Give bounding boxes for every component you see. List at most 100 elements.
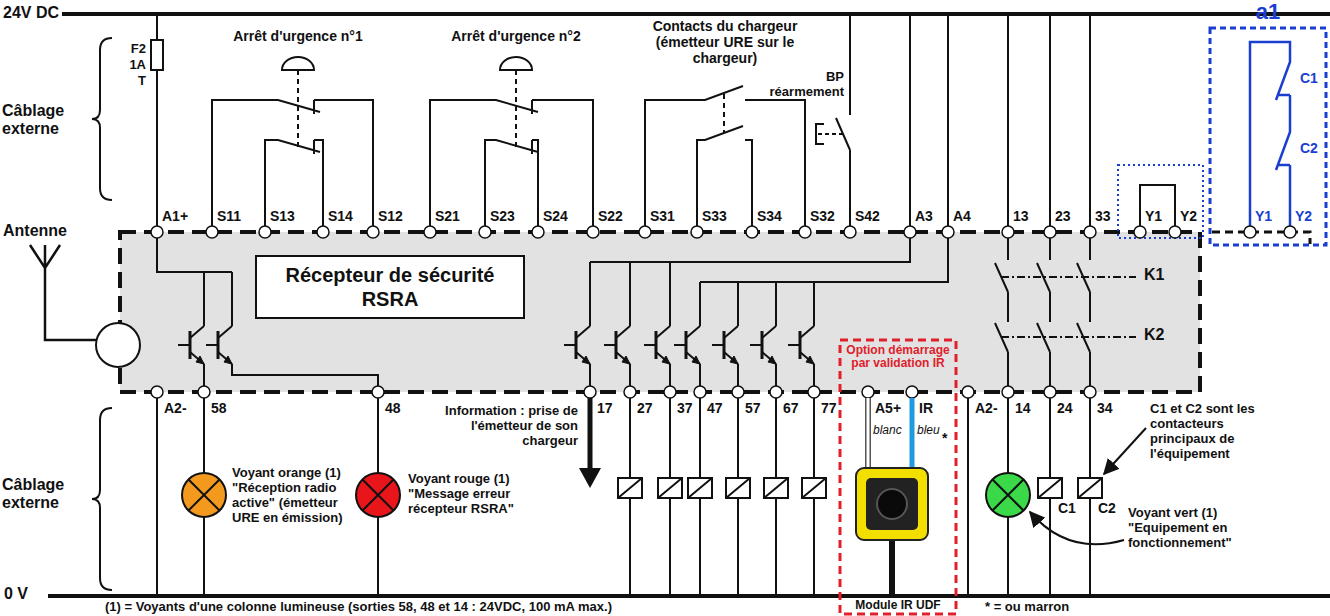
device-label: Contacts du chargeur (émetteur URE sur l… xyxy=(640,18,810,66)
bridge-frame xyxy=(1118,165,1203,238)
terminal xyxy=(587,226,599,238)
module-cable xyxy=(889,540,895,596)
terminal xyxy=(424,226,436,238)
terminal-name: 13 xyxy=(1013,208,1029,224)
terminal-name: S13 xyxy=(270,208,295,224)
lamp-label: Voyant rouge (1) "Message erreur récepte… xyxy=(408,472,520,517)
terminal xyxy=(1244,226,1256,238)
terminal-name: S21 xyxy=(435,208,460,224)
mechanical-link xyxy=(723,94,725,133)
terminal-name: 67 xyxy=(783,400,799,416)
terminal-name: Y2 xyxy=(1295,208,1312,224)
brace xyxy=(92,408,112,590)
terminal-name: S42 xyxy=(855,208,880,224)
terminal xyxy=(1044,226,1056,238)
node-heading: Option démarrage par validation IR xyxy=(843,344,953,370)
terminal-name: 14 xyxy=(1015,400,1031,416)
blue-wire xyxy=(910,398,915,470)
contactor-name: C2 xyxy=(1098,500,1116,516)
terminal-name: 47 xyxy=(707,400,723,416)
footnote: (1) = Voyants d'une colonne lumineuse (s… xyxy=(105,600,612,615)
mechanical-link xyxy=(515,70,517,150)
terminal-name: A4 xyxy=(953,208,971,224)
terminal-name: S34 xyxy=(757,208,782,224)
terminal-name: A2- xyxy=(164,400,187,416)
relay-name: K1 xyxy=(1144,266,1164,284)
terminal xyxy=(1134,226,1146,238)
terminal xyxy=(198,386,210,398)
terminal-name: 34 xyxy=(1097,400,1113,416)
section-label: Câblage externe xyxy=(2,476,97,513)
pushbutton-contact xyxy=(836,14,850,226)
wire-color: bleu xyxy=(917,424,940,438)
mushroom-head xyxy=(282,57,314,70)
bridge-wire xyxy=(1140,185,1175,226)
terminal-name: S12 xyxy=(378,208,403,224)
footnote: * = ou marron xyxy=(985,600,1069,615)
terminal xyxy=(372,386,384,398)
terminal xyxy=(664,386,676,398)
nc-contact xyxy=(430,100,593,226)
terminal xyxy=(904,226,916,238)
node-heading: Récepteur de sécurité xyxy=(269,263,511,287)
transistor-symbol xyxy=(178,326,814,364)
pushbutton-symbol xyxy=(816,124,824,144)
terminal xyxy=(862,386,874,398)
terminal-name: IR xyxy=(919,400,933,416)
terminal xyxy=(1284,226,1296,238)
terminal-name: 27 xyxy=(637,400,653,416)
lamp-label: Voyant orange (1) "Réception radio activ… xyxy=(232,466,344,526)
terminal xyxy=(1084,386,1096,398)
terminal xyxy=(206,226,218,238)
terminal xyxy=(1002,386,1014,398)
nc-contact xyxy=(212,100,373,226)
terminal xyxy=(584,386,596,398)
no-contact xyxy=(645,86,805,226)
terminal-name: S23 xyxy=(490,208,515,224)
terminal-name: 57 xyxy=(745,400,761,416)
terminal-name: 33 xyxy=(1095,208,1111,224)
terminals xyxy=(151,226,1296,398)
node-heading: a1 xyxy=(1210,0,1326,24)
footnote-mark: * xyxy=(942,430,947,446)
terminal xyxy=(799,226,811,238)
terminal xyxy=(962,386,974,398)
signal-note: Information : prise de l'émetteur de son… xyxy=(430,404,578,449)
node-text: RSRA xyxy=(269,287,511,311)
wire-color: blanc xyxy=(873,424,902,438)
leader-arrow xyxy=(1104,428,1146,474)
terminal-name: Y1 xyxy=(1145,208,1162,224)
wire xyxy=(910,14,1090,226)
terminal xyxy=(694,386,706,398)
terminal xyxy=(844,226,856,238)
device-label: BP réarmement xyxy=(750,70,844,100)
terminal xyxy=(1169,226,1181,238)
option-module: Option démarrage par validation IR Module… xyxy=(840,340,956,614)
terminal-name: S33 xyxy=(702,208,727,224)
ir-module-face xyxy=(866,478,918,530)
fuse-label: 1A xyxy=(114,58,146,73)
ir-module-body xyxy=(856,468,928,540)
wire xyxy=(630,398,1090,596)
info-arrow xyxy=(588,398,593,470)
terminal xyxy=(1044,386,1056,398)
node-text: Module IR UDF xyxy=(853,599,942,612)
transistor-base xyxy=(190,331,800,359)
callout-note: C1 et C2 sont les contacteurs principaux… xyxy=(1150,402,1262,462)
lamp-cross xyxy=(993,480,1024,511)
ir-sensor xyxy=(877,489,907,519)
terminal-name: S24 xyxy=(543,208,568,224)
variant-box: a1 xyxy=(1210,0,1326,245)
section-label: Câblage externe xyxy=(2,102,97,139)
terminal xyxy=(770,386,782,398)
receiver-housing xyxy=(120,232,1200,392)
relay-contact xyxy=(995,238,1090,386)
terminal-name: A1+ xyxy=(162,208,188,224)
terminal xyxy=(1084,226,1096,238)
terminal xyxy=(151,226,163,238)
terminal xyxy=(746,226,758,238)
terminal xyxy=(906,386,918,398)
leader-arrow xyxy=(1030,512,1124,544)
receiver-box: Récepteur de sécuritéRSRA xyxy=(255,255,525,319)
